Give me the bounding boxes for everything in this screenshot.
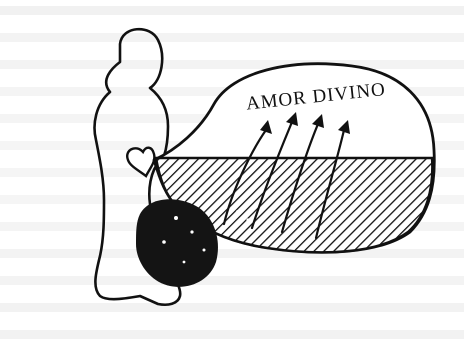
illustration: AMOR DIVINO (0, 0, 464, 344)
